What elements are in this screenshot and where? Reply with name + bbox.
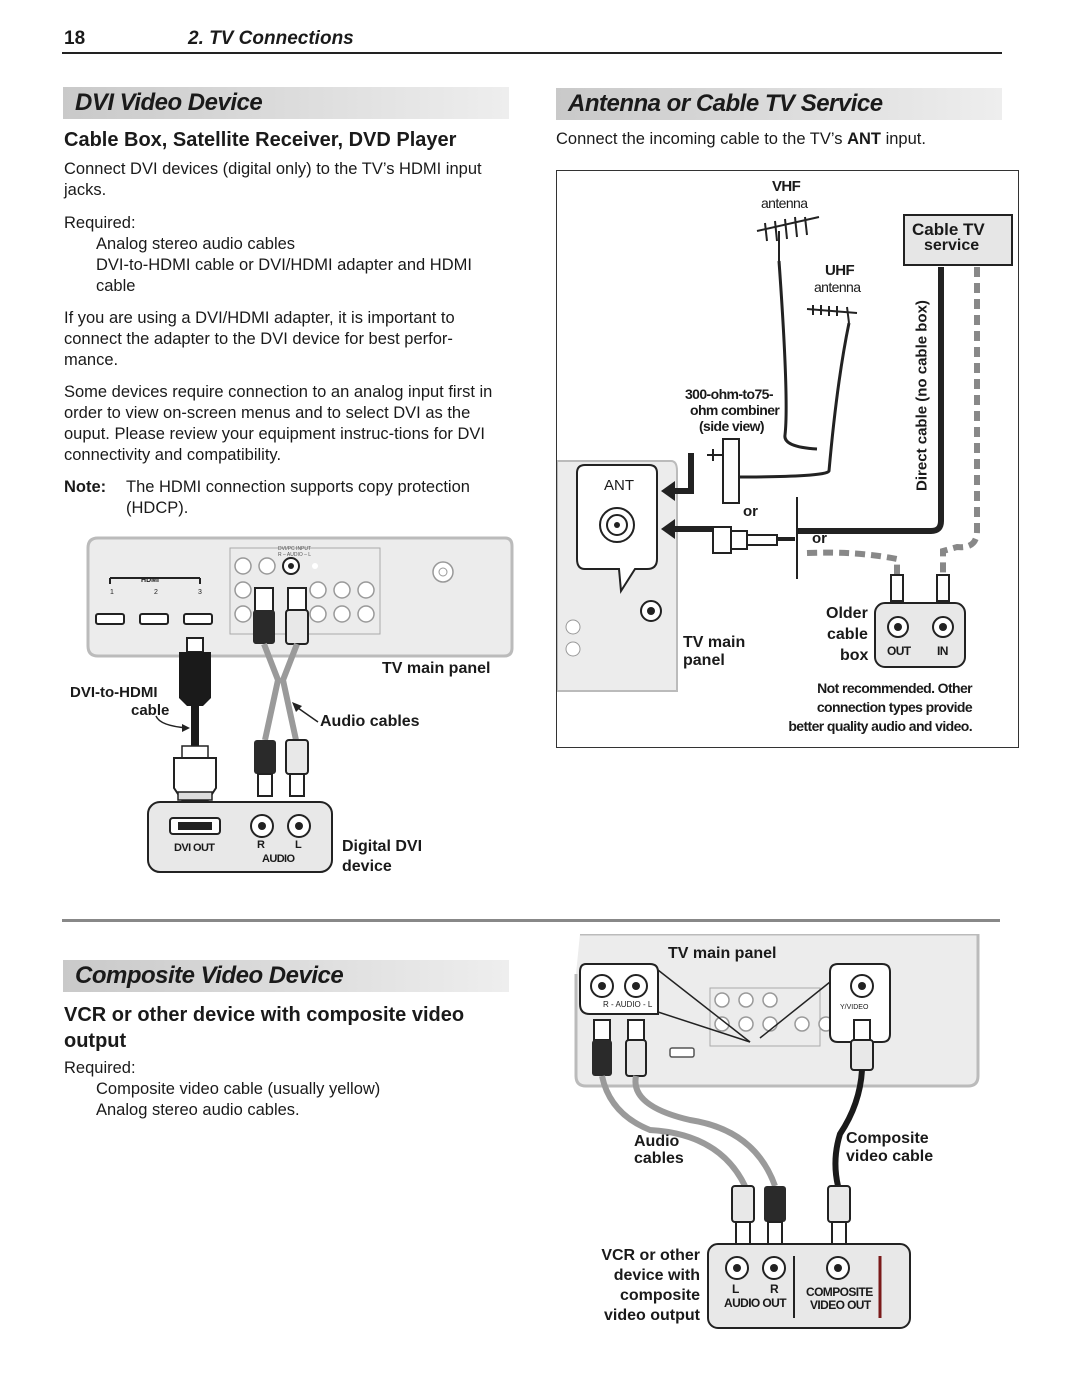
- composite-video-cable-label: Composite: [846, 1130, 929, 1147]
- vcr-device-label: device with: [613, 1267, 700, 1284]
- section-divider: [62, 919, 1000, 922]
- dvi-paragraph-analog: Some devices require connection to an an…: [64, 383, 493, 464]
- combiner-label: 300-ohm-to75-: [685, 386, 773, 402]
- dvi-note-label: Note:: [64, 478, 107, 496]
- uhf-label: UHF: [825, 262, 855, 279]
- audio-l-label: L: [295, 839, 302, 851]
- dvi-pc-audio-label: R – AUDIO – L: [278, 552, 311, 558]
- vhf-antenna-icon: [756, 216, 820, 261]
- uhf-sub-label: antenna: [814, 279, 861, 295]
- hdmi-label: HDMI: [141, 577, 159, 584]
- vcr-audio-out-label: AUDIO OUT: [724, 1296, 787, 1310]
- composite-audio-cables-label: cables: [634, 1150, 684, 1167]
- ant-label: ANT: [604, 477, 634, 494]
- hdmi-port: [95, 613, 125, 625]
- vcr-video-out-label: VIDEO OUT: [810, 1298, 871, 1312]
- dvi-pc-input-label: DVI/PC INPUT: [278, 546, 311, 552]
- coax-connector-icon: [712, 526, 732, 554]
- antenna-section-title: Antenna or Cable TV Service: [556, 88, 1002, 120]
- antenna-intro: Connect the incoming cable to the TV’s A…: [556, 130, 926, 148]
- rca-plug-white: [285, 609, 309, 645]
- cable-tv-service-label: service: [924, 237, 980, 254]
- dvi-hdmi-cable-label: DVI-to-HDMI: [70, 684, 158, 701]
- older-cable-box-label: cable: [827, 626, 868, 643]
- antenna-diagram-box: [556, 170, 1019, 748]
- vhf-sub-label: antenna: [761, 195, 808, 211]
- hdmi-plug: [179, 652, 211, 706]
- not-recommended-note: Not recommended. Other: [817, 680, 972, 696]
- dvi-intro: Connect DVI devices (digital only) to th…: [64, 160, 482, 199]
- cable-tv-service-box: [903, 214, 1013, 266]
- rca-plug-red: [253, 610, 275, 644]
- composite-audio-cables-label: Audio: [634, 1133, 680, 1150]
- direct-cable-label: Direct cable (no cable box): [913, 300, 931, 491]
- ant-tv-main-label: panel: [683, 652, 725, 669]
- digital-dvi-device-box: [147, 801, 333, 873]
- older-cable-box-label: Older: [826, 605, 868, 622]
- uhf-antenna-icon: [806, 305, 858, 324]
- composite-subtitle: VCR or other device with composite video…: [64, 1004, 465, 1052]
- composite-tv-main-panel-label: TV main panel: [668, 945, 777, 962]
- dvi-note-text: The HDMI connection supports copy protec…: [126, 478, 470, 517]
- dvi-section-title: DVI Video Device: [63, 87, 509, 119]
- composite-required-label: Required:: [64, 1059, 136, 1077]
- header-rule: [62, 52, 1002, 54]
- audio-r-label: R: [257, 839, 265, 851]
- composite-required-item: Composite video cable (usually yellow): [96, 1080, 381, 1098]
- hdmi-number-1: 1: [110, 589, 114, 596]
- dvi-required-label: Required:: [64, 214, 136, 232]
- ant-tv-main-label: TV main: [683, 634, 746, 651]
- audio-label: AUDIO: [262, 853, 295, 865]
- or-label-2: or: [812, 530, 827, 547]
- digital-dvi-label: device: [342, 858, 392, 875]
- in-label: IN: [937, 644, 948, 658]
- out-label: OUT: [887, 644, 911, 658]
- chapter-title: 2. TV Connections: [188, 28, 354, 49]
- y-video-label: Y/VIDEO: [840, 1004, 869, 1011]
- antenna-connection-diagram: [557, 214, 1013, 692]
- composite-required-item: Analog stereo audio cables.: [96, 1101, 300, 1119]
- digital-dvi-label: Digital DVI: [342, 838, 423, 855]
- or-label-1: or: [743, 503, 758, 520]
- not-recommended-note: connection types provide: [816, 699, 973, 715]
- composite-connection-diagram: [574, 934, 980, 1329]
- r-audio-l-label: R - AUDIO - L: [603, 1000, 653, 1009]
- dvi-out-label: DVI OUT: [174, 842, 215, 854]
- vcr-device-label: video output: [604, 1307, 700, 1324]
- vcr-device-label: VCR or other: [601, 1247, 700, 1264]
- dvi-paragraph-adapter: If you are using a DVI/HDMI adapter, it …: [64, 309, 455, 369]
- dvi-tv-main-panel-label: TV main panel: [382, 660, 491, 677]
- vhf-label: VHF: [772, 178, 801, 195]
- dvi-subtitle: Cable Box, Satellite Receiver, DVD Playe…: [64, 129, 457, 151]
- combiner-icon: [722, 438, 740, 504]
- vcr-device-box: [707, 1243, 911, 1329]
- not-recommended-note: better quality audio and video.: [788, 718, 972, 734]
- combiner-label: (side view): [699, 418, 765, 434]
- page-number: 18: [64, 28, 86, 49]
- cable-tv-label: Cable TV: [912, 220, 985, 239]
- hdmi-number-3: 3: [198, 589, 202, 596]
- hdmi-port: [183, 613, 213, 625]
- hdmi-port: [139, 613, 169, 625]
- vcr-r-label: R: [770, 1282, 779, 1296]
- dvi-connection-diagram: HDMI 1 2 3 DVI/PC INPUT R – AUDIO – L: [86, 536, 514, 873]
- vcr-l-label: L: [732, 1282, 739, 1296]
- combiner-label: ohm combiner: [690, 402, 780, 418]
- dvi-required-item: Analog stereo audio cables: [96, 235, 296, 253]
- audio-cables-label: Audio cables: [320, 713, 420, 730]
- composite-section-title: Composite Video Device: [63, 960, 509, 992]
- hdmi-number-2: 2: [154, 589, 158, 596]
- vcr-composite-label: COMPOSITE: [806, 1285, 873, 1299]
- older-cable-box-label: box: [840, 647, 869, 664]
- composite-video-cable-label: video cable: [846, 1148, 934, 1165]
- dvi-hdmi-cable-label: cable: [131, 702, 170, 719]
- dvi-required-item: DVI-to-HDMI cable or DVI/HDMI adapter an…: [96, 256, 472, 295]
- vcr-device-label: composite: [619, 1287, 700, 1304]
